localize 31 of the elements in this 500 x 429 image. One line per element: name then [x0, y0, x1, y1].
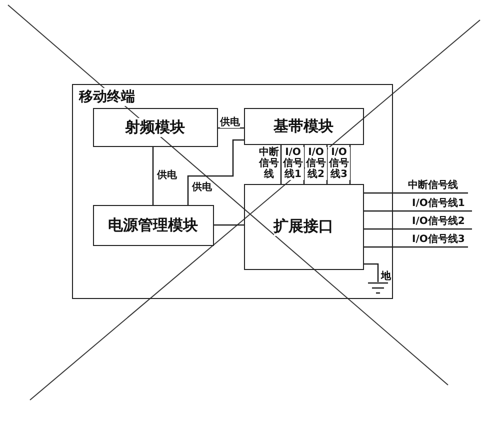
edge-label: I/O信号线3 — [328, 147, 350, 180]
edge-label: 供电 — [220, 117, 240, 128]
connector-line — [280, 145, 282, 184]
connector-line — [187, 139, 244, 205]
edge-label: 中断信号线 — [258, 147, 280, 180]
edge-label: 供电 — [157, 170, 177, 181]
edge-label: 供电 — [192, 182, 212, 193]
edge-label: I/O信号线1 — [412, 198, 465, 209]
edge-label: I/O信号线1 — [282, 147, 304, 180]
connector-line — [364, 263, 379, 282]
edge-label: I/O信号线2 — [412, 216, 465, 227]
baseband-module-box: 基带模块 — [244, 108, 364, 144]
connector-line — [349, 145, 351, 184]
connector-line — [152, 147, 154, 205]
edge-label: I/O信号线2 — [305, 147, 327, 180]
ground-symbol — [368, 282, 388, 294]
edge-label: 中断信号线 — [408, 180, 458, 191]
signal-line — [364, 228, 472, 230]
frame-title: 移动终端 — [79, 88, 135, 106]
expansion-interface-box: 扩展接口 — [244, 184, 364, 270]
connector-line — [214, 224, 244, 226]
edge-label: I/O信号线3 — [412, 234, 465, 245]
signal-line — [364, 192, 468, 194]
connector-line — [218, 127, 244, 129]
signal-line — [364, 210, 472, 212]
connector-line — [303, 145, 305, 184]
signal-line — [364, 246, 468, 248]
connector-line — [326, 145, 328, 184]
power-management-box: 电源管理模块 — [92, 204, 214, 246]
radio-module-box: 射频模块 — [92, 108, 218, 146]
ground-label: 地 — [381, 270, 391, 283]
